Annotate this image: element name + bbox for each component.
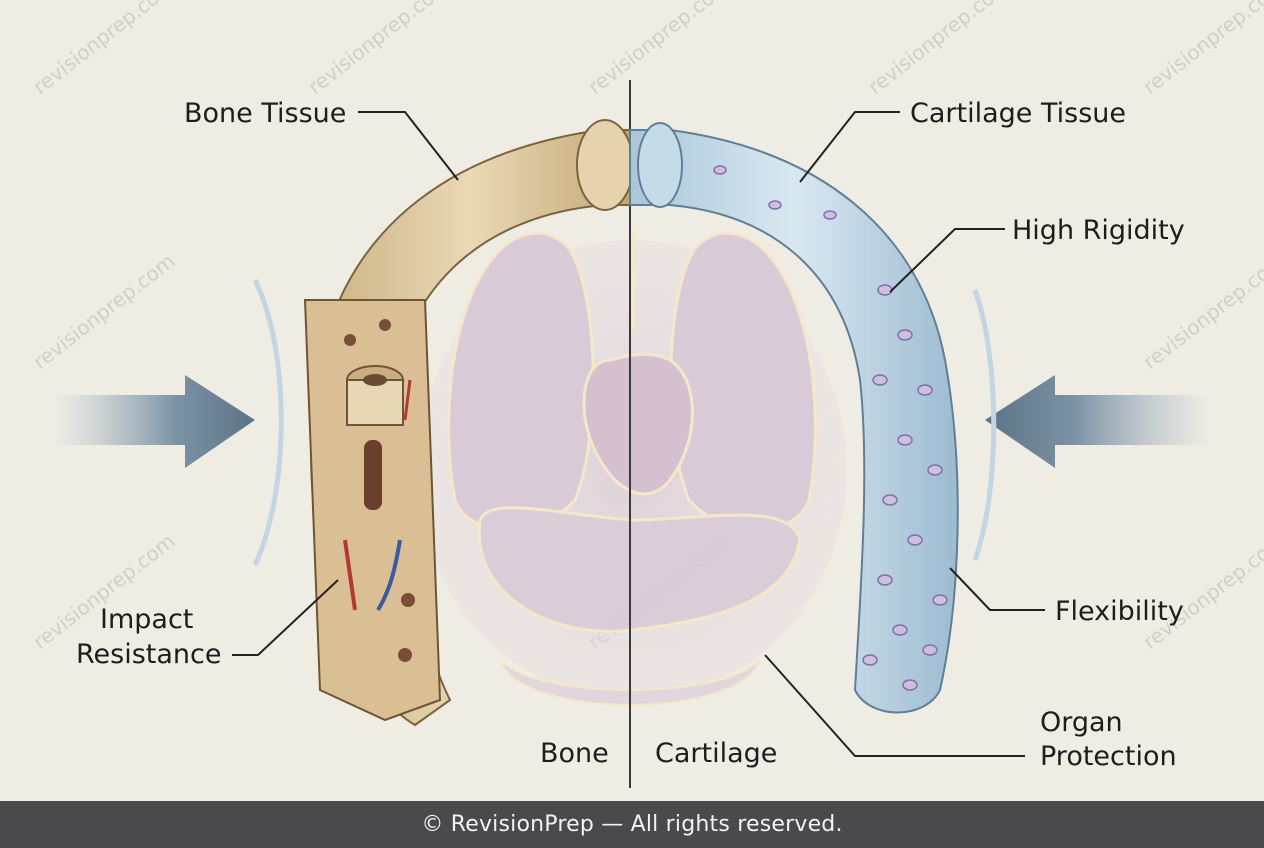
label-bone: Bone: [540, 738, 609, 769]
organs-illustration: [417, 230, 847, 706]
chondrocytes: [713, 165, 948, 691]
intestines: [499, 659, 761, 706]
label-impact-line1: Impact: [100, 604, 193, 635]
label-bone-tissue: Bone Tissue: [184, 98, 346, 129]
watermark: revisionprep.com: [1138, 529, 1264, 654]
right-lung: [669, 231, 817, 532]
leader-lines: [232, 111, 1045, 757]
leader-cartilage-tissue: [799, 111, 900, 183]
leader-flexibility: [949, 567, 1045, 611]
label-organ-line2: Protection: [1040, 741, 1177, 772]
watermark: revisionprep.com: [28, 529, 179, 654]
label-cartilage-tissue: Cartilage Tissue: [910, 98, 1126, 129]
leader-high-rigidity: [889, 228, 1005, 293]
watermark: revisionprep.com: [28, 249, 179, 374]
label-impact-line2: Resistance: [76, 639, 222, 670]
force-arrow-right: [972, 289, 1210, 561]
leader-impact-resistance: [232, 579, 339, 656]
watermark: revisionprep.com: [303, 0, 454, 99]
left-lung: [447, 231, 595, 532]
force-arrow-left: [55, 278, 284, 567]
label-cartilage: Cartilage: [655, 738, 777, 769]
copyright-footer: © RevisionPrep — All rights reserved.: [0, 801, 1264, 848]
bone-structure: [303, 119, 634, 727]
watermark: revisionprep.com: [1138, 249, 1264, 374]
label-high-rigidity: High Rigidity: [1012, 215, 1185, 246]
stomach: [477, 506, 802, 633]
heart: [582, 352, 694, 496]
label-flexibility: Flexibility: [1055, 596, 1184, 627]
label-organ-line1: Organ: [1040, 707, 1123, 738]
leader-organ-protection: [764, 654, 1025, 757]
watermark: revisionprep.com: [863, 0, 1014, 99]
watermark: revisionprep.com: [1138, 0, 1264, 99]
watermark: revisionprep.com: [28, 0, 179, 99]
watermark: revisionprep.com: [583, 0, 734, 99]
leader-bone-tissue: [358, 111, 459, 181]
cartilage-structure: [629, 122, 959, 714]
